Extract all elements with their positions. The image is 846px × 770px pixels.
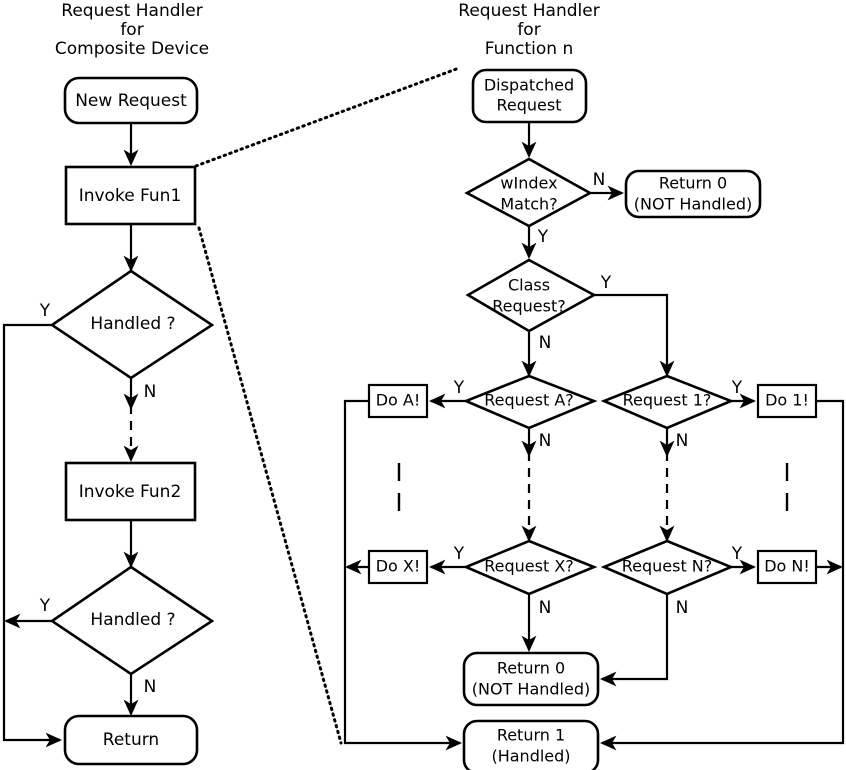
node-dispatched-request-label-line1: Dispatched [484,76,574,95]
node-dispatched-request-label-line2: Request [497,96,562,115]
edge-label-requesta-yes: Y [453,378,465,398]
left-title-line2: for [120,20,143,40]
node-handled-1-label: Handled ? [90,314,175,334]
edge-label-request1-yes: Y [731,378,743,398]
node-handled-2[interactable] [49,565,215,676]
node-do-a-label: Do A! [376,391,421,410]
edge-label-requestn-no: N [676,598,689,618]
node-request-x[interactable] [462,539,598,596]
edge-label-handled2-no: N [144,677,157,697]
edge-label-handled2-yes: Y [39,596,51,616]
edge-label-requestn-yes: Y [731,544,743,564]
node-return1[interactable] [462,719,600,770]
edge-label-requestx-no: N [539,598,552,618]
node-return0-bottom[interactable] [462,651,600,707]
edge-class-yes-to-request1 [594,293,675,378]
edge-label-handled1-yes: Y [39,301,51,321]
node-return0-top-label-line2: (NOT Handled) [634,195,752,214]
node-do-n[interactable] [756,549,818,585]
node-return0-top-label-line1: Return 0 [659,174,727,193]
node-request-n-label: Request N? [622,557,713,576]
left-title-line3: Composite Device [55,39,209,59]
node-request-x-label: Request X? [484,557,574,576]
edge-label-request1-no: N [676,431,689,451]
node-dispatched-request[interactable] [471,68,588,124]
node-request-1-label: Request 1? [623,391,712,410]
edge-label-requestx-yes: Y [453,544,465,564]
node-do-1-label: Do 1! [765,391,809,410]
node-new-request-label: New Request [75,91,187,111]
node-handled-1[interactable] [49,269,215,380]
node-windex-match-label-line2: Match? [500,195,557,214]
node-invoke-fun2[interactable] [64,461,197,522]
node-new-request[interactable] [63,76,199,125]
callout-line-bottom [197,226,343,745]
node-invoke-fun1[interactable] [64,165,197,226]
node-return0-top[interactable] [624,169,762,219]
left-title-line1: Request Handler [61,1,202,21]
node-return1-label-line1: Return 1 [497,726,565,745]
node-invoke-fun2-label: Invoke Fun2 [79,482,182,502]
node-class-request-label-line2: Request? [492,297,565,316]
node-class-request[interactable] [465,258,597,333]
right-title-line1: Request Handler [458,1,599,21]
node-return0-bottom-label-line1: Return 0 [497,659,565,678]
node-return[interactable] [63,714,199,766]
edge-label-windex-yes: Y [537,227,549,247]
edge-label-class-no: N [539,333,552,353]
edge-label-windex-no: N [593,170,606,190]
node-do-a[interactable] [367,383,429,419]
edge-handled1-yes-rail [2,323,63,748]
node-do-1[interactable] [756,383,818,419]
node-windex-match-label-line1: wIndex [500,174,557,193]
node-invoke-fun1-label: Invoke Fun1 [79,186,182,206]
node-return-label: Return [103,730,159,750]
node-handled-2-label: Handled ? [90,610,175,630]
node-request-a-label: Request A? [484,391,574,410]
right-title-line2: for [517,20,540,40]
edge-requestn-no-to-return0 [599,594,669,687]
node-return1-label-line2: (Handled) [491,747,570,766]
node-return0-bottom-label-line2: (NOT Handled) [472,680,590,699]
edge-label-requesta-no: N [539,431,552,451]
node-windex-match[interactable] [464,157,593,228]
node-do-n-label: Do N! [764,557,810,576]
node-do-x-label: Do X! [376,557,421,576]
callout-line-top [194,66,461,168]
edge-label-class-yes: Y [600,273,612,293]
edge-label-handled1-no: N [144,382,157,402]
node-request-a[interactable] [462,374,598,430]
node-request-1[interactable] [600,374,735,430]
node-class-request-label-line1: Class [508,276,550,295]
right-title-line3: Function n [485,39,574,59]
node-do-x[interactable] [367,549,429,585]
node-request-n[interactable] [600,539,735,596]
